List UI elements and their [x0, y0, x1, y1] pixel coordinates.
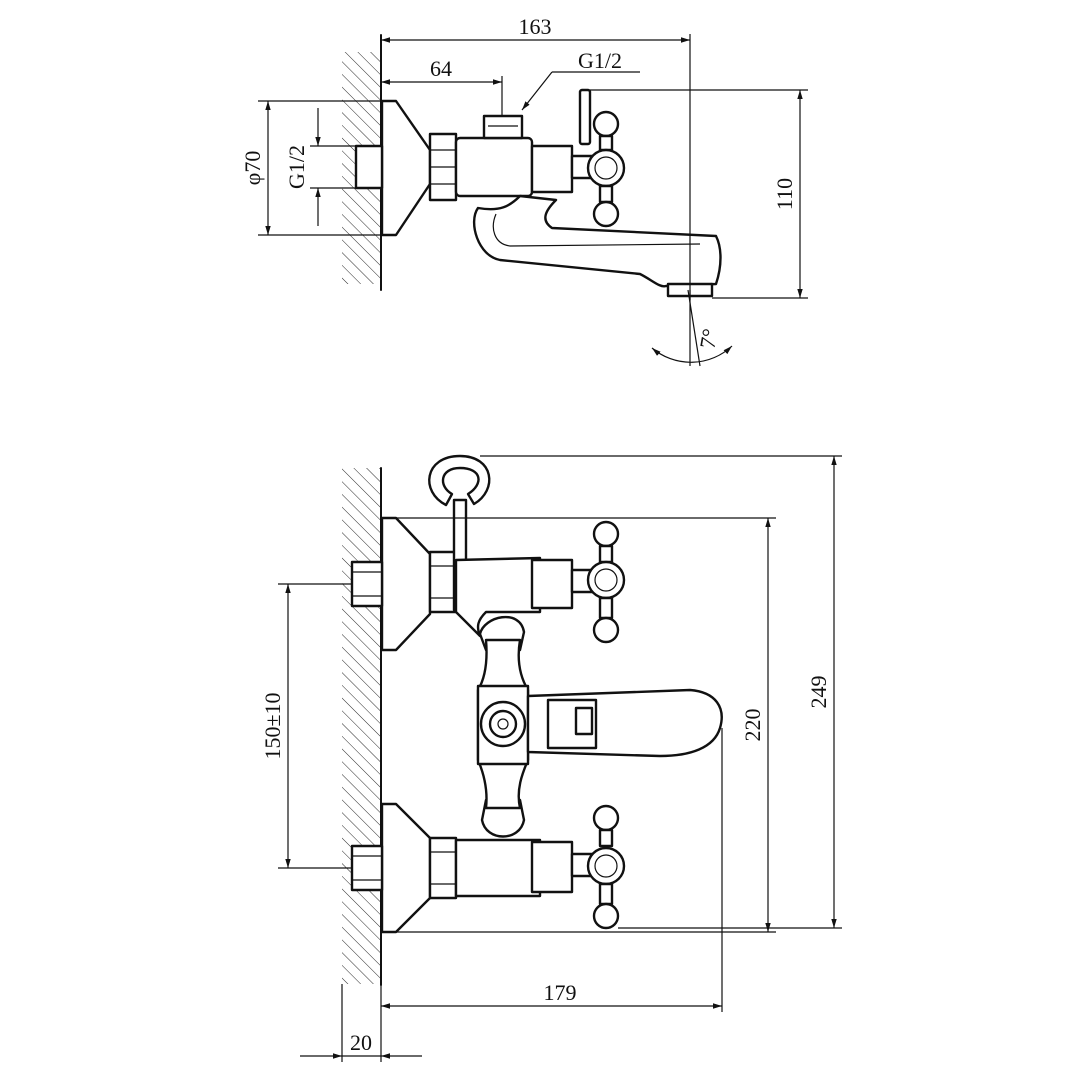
upper-valve-bonnet: [530, 558, 574, 610]
dim-flange-diameter: φ70: [240, 151, 265, 186]
shower-outlet-top: [482, 114, 524, 140]
lower-valve-bonnet: [530, 840, 574, 894]
wall-flange-lower: [380, 802, 432, 934]
dim-spout-angle: 7°: [695, 327, 723, 351]
top-view: 163 64 G1/2 φ70 G1/2 110 7°: [240, 14, 808, 367]
dim-height: 110: [772, 178, 797, 210]
inlet-pipe-upper: [350, 560, 384, 608]
inlet-pipe-lower: [350, 844, 384, 892]
front-view: 150±10 220 249 179 20: [260, 454, 842, 1062]
dim-inlet-thread: G1/2: [284, 145, 309, 189]
dim-wall-offset: 20: [350, 1030, 372, 1055]
spout-angle-indicator: 7°: [651, 289, 733, 367]
valve-body-top: [454, 136, 534, 198]
wall-flange-top: [380, 99, 432, 237]
hex-nut-upper: [428, 550, 458, 614]
wall-section-front: [342, 467, 382, 986]
diverter-knob: [476, 684, 530, 766]
dim-outlet-offset: 64: [430, 56, 452, 81]
dim-overall-height: 249: [806, 676, 831, 709]
cross-handle-top: [570, 110, 626, 228]
dim-body-height: 220: [740, 709, 765, 742]
wall-flange-upper: [380, 516, 432, 652]
upper-cross-handle: [570, 520, 626, 644]
dim-inlet-spacing: 150±10: [260, 692, 285, 759]
diverter-lever-top: [578, 88, 592, 146]
hex-nut-top: [428, 132, 458, 202]
dim-total-depth: 163: [519, 14, 552, 39]
dim-connection-label: G1/2: [578, 48, 622, 73]
hex-nut-lower: [428, 836, 458, 900]
spout-top: [473, 194, 722, 288]
valve-bonnet-top: [530, 144, 574, 194]
inlet-pipe-top: [354, 144, 384, 190]
lower-valve-body: [454, 838, 542, 898]
lower-cross-handle: [570, 804, 626, 930]
dim-spout-reach: 179: [544, 980, 577, 1005]
